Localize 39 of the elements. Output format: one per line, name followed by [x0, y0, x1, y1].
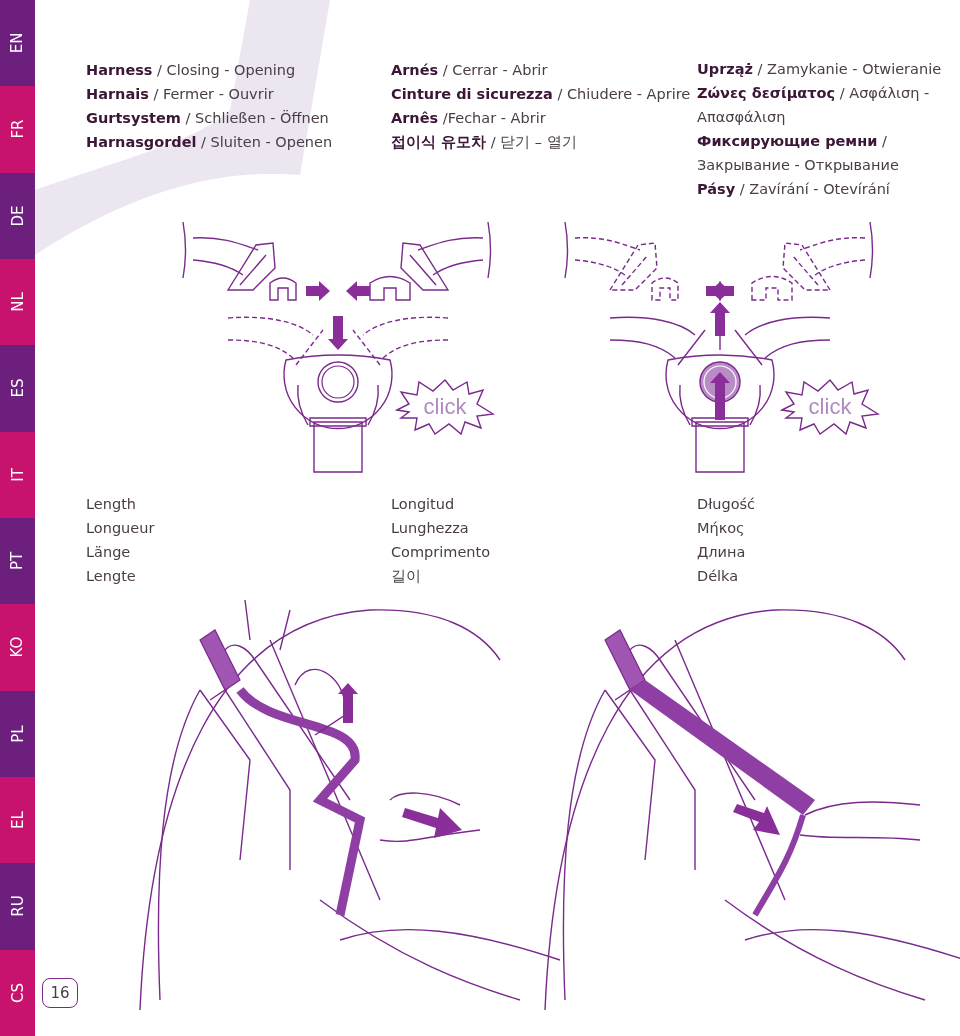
- caption-text: Lengte: [86, 567, 136, 586]
- click-burst: click: [780, 378, 880, 436]
- instruction-text: Arnês /Fechar - Abrir: [391, 109, 546, 128]
- instruction-text: Harness / Closing - Opening: [86, 61, 296, 80]
- language-tab: DE: [0, 172, 35, 259]
- caption-text: Lunghezza: [391, 519, 469, 538]
- instruction-text: Cinture di sicurezza / Chiudere - Aprire: [391, 85, 691, 104]
- language-tab: FR: [0, 86, 35, 173]
- caption-text: Μήκος: [697, 519, 745, 538]
- caption-text: Длина: [697, 543, 746, 562]
- language-tab: PT: [0, 517, 35, 605]
- language-tab: ES: [0, 345, 35, 432]
- instruction-text: Arnés / Cerrar - Abrir: [391, 61, 548, 80]
- instruction-text: 접이식 유모차 / 닫기 – 열기: [391, 133, 577, 152]
- caption-text: Comprimento: [391, 543, 491, 562]
- language-tab: KO: [0, 604, 35, 691]
- caption-text: Longitud: [391, 495, 455, 514]
- instruction-text: Pásy / Zavírání - Otevírání: [697, 180, 890, 199]
- instruction-text: Uprząż / Zamykanie - Otwieranie: [697, 60, 942, 79]
- caption-text: Length: [86, 495, 136, 514]
- instruction-text: Harnasgordel / Sluiten - Openen: [86, 133, 333, 152]
- language-tab: NL: [0, 259, 35, 346]
- instruction-text: Ζώνες δεσίματος / Ασφάλιση - Απασφάλιση: [697, 84, 931, 127]
- language-tab: IT: [0, 431, 35, 518]
- caption-text: Długość: [697, 495, 756, 514]
- caption-text: Longueur: [86, 519, 155, 538]
- language-tab: EN: [0, 0, 35, 87]
- language-tab: PL: [0, 690, 35, 777]
- language-tab: EL: [0, 776, 35, 864]
- instruction-text: Gurtsystem / Schließen - Öffnen: [86, 109, 329, 128]
- page-number: 16: [42, 978, 78, 1008]
- click-burst: click: [395, 378, 495, 436]
- caption-text: Délka: [697, 567, 739, 586]
- instruction-text: Фиксирующие ремни / Закрывание - Открывание: [697, 132, 900, 175]
- instruction-text: Harnais / Fermer - Ouvrir: [86, 85, 274, 104]
- caption-text: 길이: [391, 567, 421, 586]
- caption-text: Länge: [86, 543, 131, 562]
- language-tab: RU: [0, 863, 35, 950]
- language-tab: CS: [0, 949, 35, 1036]
